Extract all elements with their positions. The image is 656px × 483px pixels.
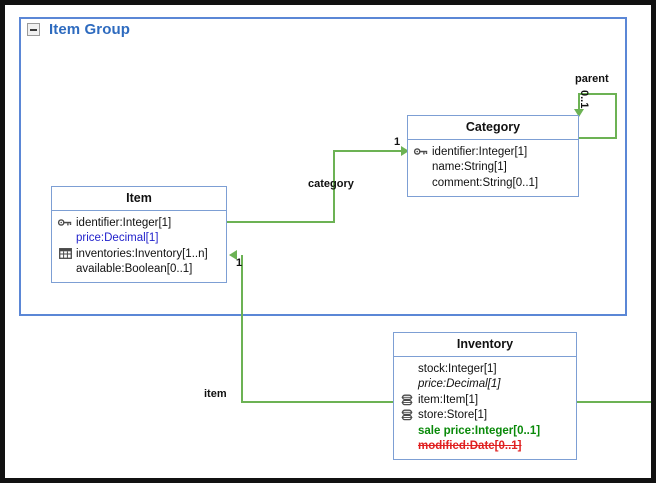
multiplicity-category: 1	[394, 136, 401, 148]
chain-icon	[398, 409, 416, 422]
attribute-text: stock:Integer[1]	[418, 362, 497, 375]
category-connector-segment-v	[333, 150, 335, 223]
no-icon	[398, 440, 416, 453]
item-arrowhead	[229, 250, 237, 260]
parent-connector-left	[578, 93, 580, 115]
parent-connector-right	[615, 93, 617, 139]
no-icon	[56, 263, 74, 276]
class-attributes-category: identifier:Integer[1] name:String[1] com…	[408, 140, 578, 196]
no-icon	[398, 378, 416, 391]
association-label-category: category	[308, 178, 354, 190]
class-name-category: Category	[408, 116, 578, 140]
parent-arrowhead	[574, 109, 584, 117]
parent-connector-top	[578, 93, 617, 95]
attribute-row[interactable]: name:String[1]	[408, 160, 574, 176]
attribute-text: item:Item[1]	[418, 393, 479, 406]
class-attributes-inventory: stock:Integer[1] price:Decimal[1]	[394, 357, 576, 459]
attribute-row[interactable]: stock:Integer[1]	[394, 361, 572, 377]
minus-box-icon[interactable]	[27, 23, 40, 36]
attribute-text: price:Decimal[1]	[76, 232, 159, 245]
no-icon	[398, 362, 416, 375]
attribute-text: identifier:Integer[1]	[76, 216, 172, 229]
attribute-text: sale price:Integer[0..1]	[418, 424, 541, 437]
attribute-text: comment:String[0..1]	[432, 176, 539, 189]
attribute-row[interactable]: item:Item[1]	[394, 392, 572, 408]
multiplicity-item: 1	[236, 257, 243, 269]
item-connector-vertical	[241, 255, 243, 403]
attribute-row[interactable]: inventories:Inventory[1..n]	[52, 246, 222, 262]
category-connector-segment-h2	[333, 150, 403, 152]
association-label-parent: parent	[575, 73, 609, 85]
class-box-item[interactable]: Item identifier:Integer[1]	[51, 186, 227, 283]
category-connector-segment-h1	[227, 221, 335, 223]
no-icon	[412, 176, 430, 189]
package-title: Item Group	[49, 21, 131, 38]
class-attributes-item: identifier:Integer[1] price:Decimal[1]	[52, 211, 226, 282]
no-icon	[398, 424, 416, 437]
attribute-text: modified:Date[0..1]	[418, 440, 522, 453]
attribute-row[interactable]: price:Decimal[1]	[394, 377, 572, 393]
attribute-text: identifier:Integer[1]	[432, 145, 528, 158]
attribute-row[interactable]: sale price:Integer[0..1]	[394, 423, 572, 439]
multiplicity-parent: 0..1	[578, 90, 590, 109]
attribute-row[interactable]: comment:String[0..1]	[408, 175, 574, 191]
category-arrowhead	[401, 146, 409, 156]
attribute-row[interactable]: modified:Date[0..1]	[394, 439, 572, 455]
no-icon	[56, 232, 74, 245]
item-connector-horizontal	[241, 401, 393, 403]
attribute-row[interactable]: store:Store[1]	[394, 408, 572, 424]
attribute-row[interactable]: identifier:Integer[1]	[408, 144, 574, 160]
attribute-text: available:Boolean[0..1]	[76, 263, 193, 276]
attribute-row[interactable]: price:Decimal[1]	[52, 231, 222, 247]
diagram-canvas[interactable]: Item Group category 1 parent 0..1 1 item…	[5, 5, 651, 478]
attribute-text: inventories:Inventory[1..n]	[76, 247, 208, 260]
attribute-text: name:String[1]	[432, 161, 507, 174]
association-label-item: item	[204, 388, 227, 400]
class-name-inventory: Inventory	[394, 333, 576, 357]
attribute-text: price:Decimal[1]	[418, 378, 501, 391]
parent-connector-bottom	[578, 137, 617, 139]
chain-icon	[398, 393, 416, 406]
class-name-item: Item	[52, 187, 226, 211]
attribute-row[interactable]: available:Boolean[0..1]	[52, 262, 222, 278]
attribute-text: store:Store[1]	[418, 409, 488, 422]
attribute-row[interactable]: identifier:Integer[1]	[52, 215, 222, 231]
table-icon	[56, 247, 74, 260]
key-icon	[56, 216, 74, 229]
key-icon	[412, 145, 430, 158]
class-box-category[interactable]: Category identifier:Integer[1]	[407, 115, 579, 197]
class-box-inventory[interactable]: Inventory stock:Integer[1] price:Decimal…	[393, 332, 577, 460]
no-icon	[412, 161, 430, 174]
package-item-group[interactable]	[19, 17, 627, 316]
inventory-connector-right-stub	[577, 401, 651, 403]
package-header[interactable]: Item Group	[27, 21, 130, 38]
